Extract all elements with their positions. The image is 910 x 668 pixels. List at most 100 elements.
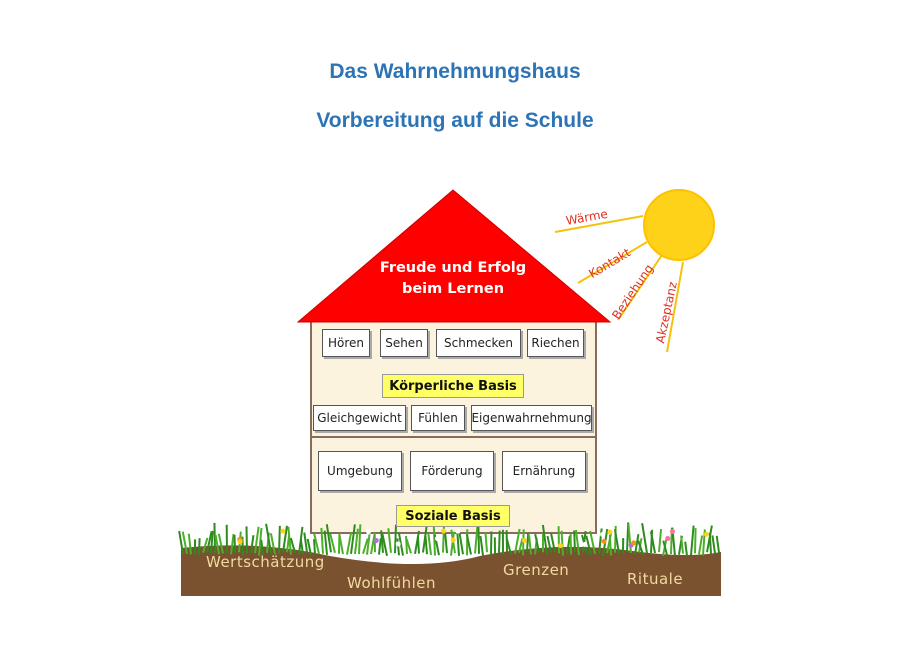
grass-blade: [213, 522, 216, 553]
flower-icon: [557, 543, 563, 549]
grass-blade: [505, 538, 512, 555]
ray-line-2: [577, 241, 648, 284]
page-title: Das Wahrnehmungshaus: [329, 60, 581, 83]
grass-blade: [287, 526, 292, 555]
page-subtitle: Vorbereitung auf die Schule: [316, 109, 594, 132]
grass-blade: [534, 533, 540, 553]
grass-blade: [350, 524, 356, 554]
grass-blade: [181, 531, 188, 554]
social-basis-label: Soziale Basis: [396, 505, 510, 527]
grass-blade: [641, 523, 648, 554]
grass-blade: [432, 526, 436, 556]
flower-icon: [601, 538, 607, 544]
grass-blade: [649, 531, 656, 554]
grass-blade: [711, 535, 716, 554]
grass-blade: [303, 532, 308, 553]
ray-line-4: [666, 261, 684, 353]
grass-blade: [546, 535, 552, 553]
flower-icon: [280, 528, 286, 534]
grass-blade: [178, 530, 184, 555]
grass-blade: [422, 526, 428, 553]
grass-blade: [282, 525, 288, 553]
grass-blade: [378, 538, 382, 555]
grass-blade: [527, 534, 532, 555]
grass-blade: [715, 535, 720, 553]
grass-blade: [329, 533, 336, 553]
ground-word-grenzen: Grenzen: [503, 561, 570, 579]
grass-blade: [299, 538, 304, 555]
grass-blade: [560, 530, 564, 556]
grass-blade: [694, 528, 697, 554]
grass-blade: [358, 524, 362, 555]
grass-blade: [214, 534, 220, 555]
grass-blade: [354, 528, 359, 555]
grass-blade: [650, 529, 654, 553]
grass-blade: [405, 535, 408, 554]
grass-blade: [585, 535, 592, 556]
grass-blade: [325, 524, 332, 553]
grass-blade: [702, 529, 706, 556]
flower-icon: [582, 542, 588, 548]
grass-blade: [613, 529, 620, 554]
grass-blade: [484, 532, 488, 553]
grass-blade: [254, 526, 260, 554]
flower-icon: [600, 531, 606, 537]
grass-blade: [575, 529, 580, 556]
flower-icon: [365, 529, 371, 535]
grass-blade: [323, 530, 328, 555]
roof: [296, 189, 612, 323]
grass-blade: [627, 523, 632, 554]
flower-icon: [669, 529, 675, 535]
grass-blade: [230, 533, 235, 555]
grass-blade: [573, 530, 576, 553]
grass-blade: [306, 538, 312, 556]
flower-icon: [665, 535, 671, 541]
flower-icon: [434, 536, 440, 542]
grass-blade: [614, 525, 617, 553]
grass-blade: [198, 538, 201, 555]
flower-icon: [373, 538, 379, 544]
box-foerderung: Förderung: [410, 451, 494, 491]
box-eigenwahrnehmung: Eigenwahrnehmung: [471, 405, 592, 431]
grass-blade: [206, 531, 213, 553]
grass-blade: [465, 534, 472, 555]
flower-icon: [631, 540, 637, 546]
grass-blade: [662, 540, 668, 556]
box-umgebung: Umgebung: [318, 451, 402, 491]
grass-blade: [289, 537, 296, 553]
grass-blade: [606, 532, 613, 554]
grass-blade: [313, 539, 316, 555]
flower-icon: [441, 528, 447, 534]
box-gleichgewicht: Gleichgewicht: [313, 405, 406, 431]
grass-blade: [338, 533, 344, 555]
box-ernaehrung: Ernährung: [502, 451, 586, 491]
ground: [181, 545, 721, 596]
grass-blade: [250, 535, 255, 554]
grass-blade: [637, 540, 644, 555]
grass-blade: [405, 538, 412, 554]
flower-icon: [395, 541, 401, 547]
flower-icon: [450, 537, 456, 543]
grass-blade: [346, 532, 353, 555]
grass-blade: [397, 532, 404, 556]
grass-blade: [396, 538, 400, 556]
grass-blade: [541, 524, 548, 555]
grass-blade: [458, 530, 464, 555]
grass-blade: [387, 528, 392, 553]
ray-line-3: [617, 254, 663, 321]
grass-blade: [258, 527, 263, 556]
flower-icon: [237, 539, 243, 545]
grass-blade: [202, 537, 209, 553]
grass-blade: [680, 535, 684, 554]
grass-blade: [269, 533, 276, 555]
grass: [178, 522, 720, 557]
grass-blade: [608, 534, 612, 556]
box-riechen: Riechen: [527, 329, 584, 357]
roof-text-line-1: Freude und Erfolg: [379, 260, 527, 276]
grass-blade: [217, 533, 224, 554]
grass-blade: [414, 530, 420, 554]
grass-blade: [381, 533, 388, 557]
grass-blade: [498, 530, 501, 554]
grass-blade: [241, 536, 244, 556]
box-sehen: Sehen: [380, 329, 428, 357]
